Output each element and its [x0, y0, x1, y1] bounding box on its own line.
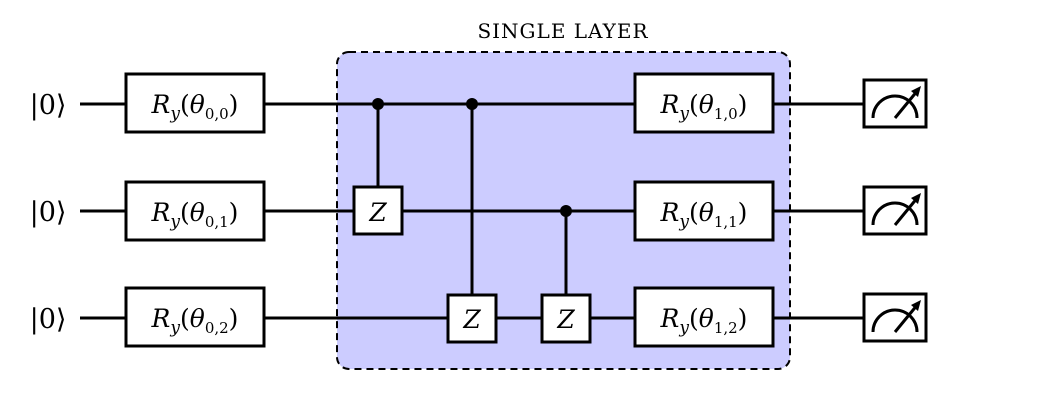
input-state-0: |0⟩ — [30, 90, 67, 121]
control-dot — [372, 98, 384, 110]
controlled-z-gate-0-1: Z — [352, 98, 404, 236]
svg-text:Ry(θ0,0): Ry(θ0,0) — [151, 90, 239, 124]
rotation-gate-1-1: Ry(θ1,1) — [633, 180, 775, 242]
svg-text:Z: Z — [462, 305, 481, 334]
rotation-gate-0-1: Ry(θ0,1) — [124, 180, 266, 242]
svg-text:Ry(θ0,2): Ry(θ0,2) — [151, 304, 239, 338]
rotation-gate-0-2: Ry(θ0,2) — [124, 286, 266, 348]
rotation-gate-1-0: Ry(θ1,0) — [633, 72, 775, 134]
svg-text:Ry(θ1,0): Ry(θ1,0) — [660, 90, 748, 124]
svg-text:Ry(θ0,1): Ry(θ0,1) — [151, 198, 239, 232]
svg-text:Z: Z — [368, 198, 387, 227]
control-dot — [560, 205, 572, 217]
input-state-2: |0⟩ — [30, 304, 67, 335]
svg-text:Ry(θ1,2): Ry(θ1,2) — [660, 304, 748, 338]
layer-label: SINGLE LAYER — [477, 19, 648, 43]
controlled-z-gate-1-2: Z — [540, 205, 592, 344]
measurement-meter-icon — [862, 78, 928, 129]
measurement-meter-icon — [862, 292, 928, 343]
rotation-gate-1-2: Ry(θ1,2) — [633, 286, 775, 348]
rotation-gate-0-0: Ry(θ0,0) — [124, 72, 266, 134]
svg-text:Ry(θ1,1): Ry(θ1,1) — [660, 198, 748, 232]
controlled-z-gate-0-2: Z — [446, 98, 498, 344]
control-dot — [466, 98, 478, 110]
input-state-1: |0⟩ — [30, 197, 67, 228]
svg-text:Z: Z — [556, 305, 575, 334]
measurement-meter-icon — [862, 185, 928, 236]
